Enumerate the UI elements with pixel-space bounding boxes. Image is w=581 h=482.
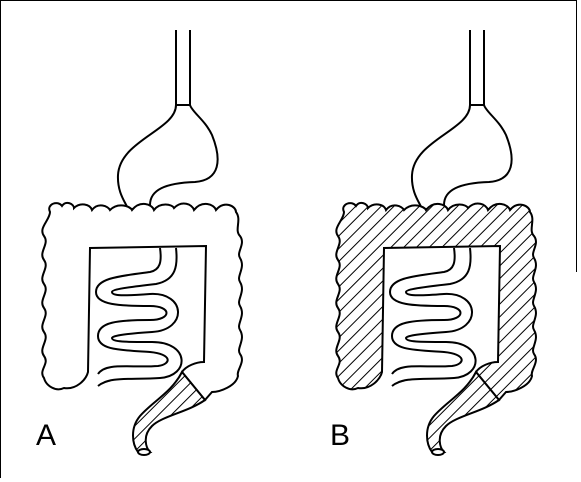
panel-b-colon-hatched — [336, 203, 536, 400]
panel-b-tract — [336, 30, 536, 455]
panel-label-b: B — [330, 421, 350, 451]
panel-a-tract — [42, 30, 242, 455]
panel-label-a: A — [36, 421, 56, 451]
